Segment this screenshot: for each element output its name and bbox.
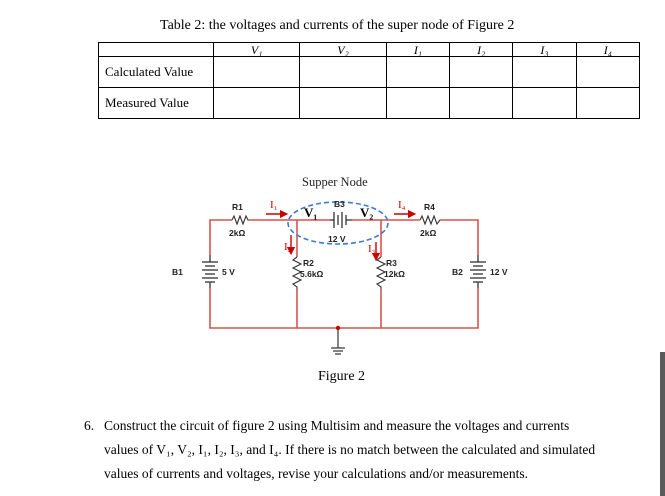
- resistor-r4: [419, 214, 441, 226]
- current-i4-label: I₄: [398, 199, 406, 211]
- b3-value: 12 V: [328, 234, 346, 244]
- current-arrows: [266, 209, 417, 262]
- figure-caption: Figure 2: [318, 369, 366, 384]
- b1-name: B1: [172, 267, 183, 277]
- r3-value: 12kΩ: [384, 269, 405, 279]
- b2-name: B2: [452, 267, 463, 277]
- b1-value: 5 V: [222, 267, 235, 277]
- row-label-measured: Measured Value: [98, 87, 214, 119]
- resistor-r3: [375, 256, 387, 290]
- cell-meas-i1: [385, 87, 451, 119]
- b3-name: B3: [334, 199, 345, 209]
- instruction-line-1-text: Construct the circuit of figure 2 using …: [104, 418, 570, 433]
- instruction-line-3: values of currents and voltages, revise …: [104, 466, 528, 481]
- cell-calc-v2: [299, 56, 387, 88]
- r1-value: 2kΩ: [229, 228, 245, 238]
- instruction-text: 6. Construct the circuit of figure 2 usin…: [84, 414, 644, 486]
- battery-b2: [470, 255, 486, 288]
- cell-meas-v2: [299, 87, 387, 119]
- r2-value: 5.6kΩ: [300, 269, 324, 279]
- b2-value: 12 V: [490, 267, 508, 277]
- instruction-line-1: 6. Construct the circuit of figure 2 usin…: [84, 414, 644, 438]
- cell-meas-i4: [575, 87, 641, 119]
- ground-node-dot: [335, 325, 341, 331]
- cell-calc-i4: [575, 56, 641, 88]
- cell-meas-i3: [512, 87, 577, 119]
- table-header-row: V₁ V₂ I₁ I₂ I₃ I₄: [98, 42, 641, 57]
- battery-b3: [330, 212, 352, 228]
- supernode-label: Supper Node: [302, 175, 368, 189]
- table-caption: Table 2: the voltages and currents of th…: [160, 18, 515, 33]
- r1-name: R1: [232, 202, 243, 212]
- current-i1-label: I₁: [270, 199, 278, 211]
- measurement-table: V₁ V₂ I₁ I₂ I₃ I₄ Calculated Value Measu…: [98, 42, 641, 119]
- current-i2-label: I₂: [284, 241, 292, 253]
- cell-meas-v1: [212, 87, 301, 119]
- cell-calc-v1: [212, 56, 301, 88]
- row-label-calculated: Calculated Value: [98, 56, 214, 88]
- instruction-number: 6.: [84, 418, 95, 433]
- ground-symbol: [331, 328, 345, 355]
- node-v1-label: V₁: [304, 205, 317, 220]
- supernode-boundary: [287, 201, 389, 245]
- resistor-r2: [291, 256, 303, 290]
- r2-name: R2: [303, 258, 314, 268]
- vertical-scrollbar[interactable]: [660, 352, 665, 496]
- r3-name: R3: [386, 258, 397, 268]
- cell-meas-i2: [449, 87, 514, 119]
- table-row: Calculated Value: [98, 56, 641, 88]
- cell-calc-i3: [512, 56, 577, 88]
- r4-name: R4: [424, 202, 435, 212]
- r4-value: 2kΩ: [420, 228, 436, 238]
- battery-b1: [202, 255, 218, 288]
- instruction-line-2: values of V₁, V₂, I₁, I₂, I₃, and I₄. If…: [104, 442, 596, 457]
- node-v2-label: V₂: [360, 205, 373, 220]
- circuit-wires: [209, 219, 479, 329]
- current-i3-label: I₃: [368, 243, 376, 255]
- cell-calc-i2: [449, 56, 514, 88]
- table-row: Measured Value: [98, 87, 641, 119]
- resistor-r1: [231, 214, 250, 226]
